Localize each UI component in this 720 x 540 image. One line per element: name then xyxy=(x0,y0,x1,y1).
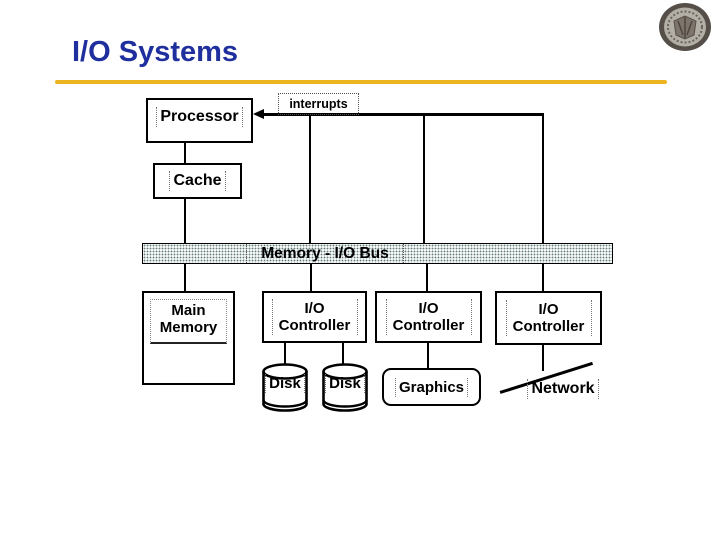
cache-label: Cache xyxy=(169,170,226,192)
io-controller-2-label: I/O Controller xyxy=(385,298,472,336)
connector-controller3-network xyxy=(542,342,544,371)
disk-1-label-wrap: Disk xyxy=(261,374,309,393)
network-label-wrap: Network xyxy=(518,379,608,399)
connector-controller1-disk1 xyxy=(284,342,286,366)
processor-box: Processor xyxy=(146,98,253,143)
connector-bus-controller1 xyxy=(310,263,312,292)
io-controller-1-box: I/O Controller xyxy=(262,291,367,343)
io-controller-2-box: I/O Controller xyxy=(375,291,482,343)
network-label: Network xyxy=(527,379,599,399)
interrupt-drop-line-3 xyxy=(542,115,544,244)
graphics-label: Graphics xyxy=(394,377,469,397)
disk-2-label-wrap: Disk xyxy=(321,374,369,393)
interrupt-line-horizontal xyxy=(261,113,544,116)
interrupt-drop-line-1 xyxy=(309,115,311,244)
graphics-box: Graphics xyxy=(382,368,481,406)
interrupt-arrowhead-icon xyxy=(253,109,264,119)
disk-1-label: Disk xyxy=(265,374,305,393)
interrupts-label-box: interrupts xyxy=(278,93,359,115)
connector-bus-controller3 xyxy=(542,263,544,292)
title-underline xyxy=(55,80,667,84)
disk-1-cylinder-icon xyxy=(261,362,309,420)
io-controller-1-label: I/O Controller xyxy=(271,298,358,336)
connector-controller2-graphics xyxy=(427,342,429,369)
io-controller-3-box: I/O Controller xyxy=(495,291,602,345)
connector-bus-mainmemory xyxy=(184,263,186,292)
page-title: I/O Systems xyxy=(72,36,239,68)
main-memory-label: Main Memory xyxy=(150,299,227,344)
connector-cache-bus xyxy=(184,198,186,244)
disk-2-label: Disk xyxy=(325,374,365,393)
university-seal-icon xyxy=(657,1,713,58)
memory-io-bus-label: Memory - I/O Bus xyxy=(246,244,404,263)
interrupts-label: interrupts xyxy=(289,97,348,111)
connector-processor-cache xyxy=(184,141,186,165)
interrupt-drop-line-2 xyxy=(423,115,425,244)
connector-bus-controller2 xyxy=(426,263,428,292)
io-controller-3-label: I/O Controller xyxy=(505,299,592,337)
cache-box: Cache xyxy=(153,163,242,199)
memory-io-bus: Memory - I/O Bus xyxy=(142,243,613,264)
disk-2-cylinder-icon xyxy=(321,362,369,420)
connector-controller1-disk2 xyxy=(342,342,344,366)
processor-label: Processor xyxy=(156,107,243,128)
main-memory-box: Main Memory xyxy=(142,291,235,385)
